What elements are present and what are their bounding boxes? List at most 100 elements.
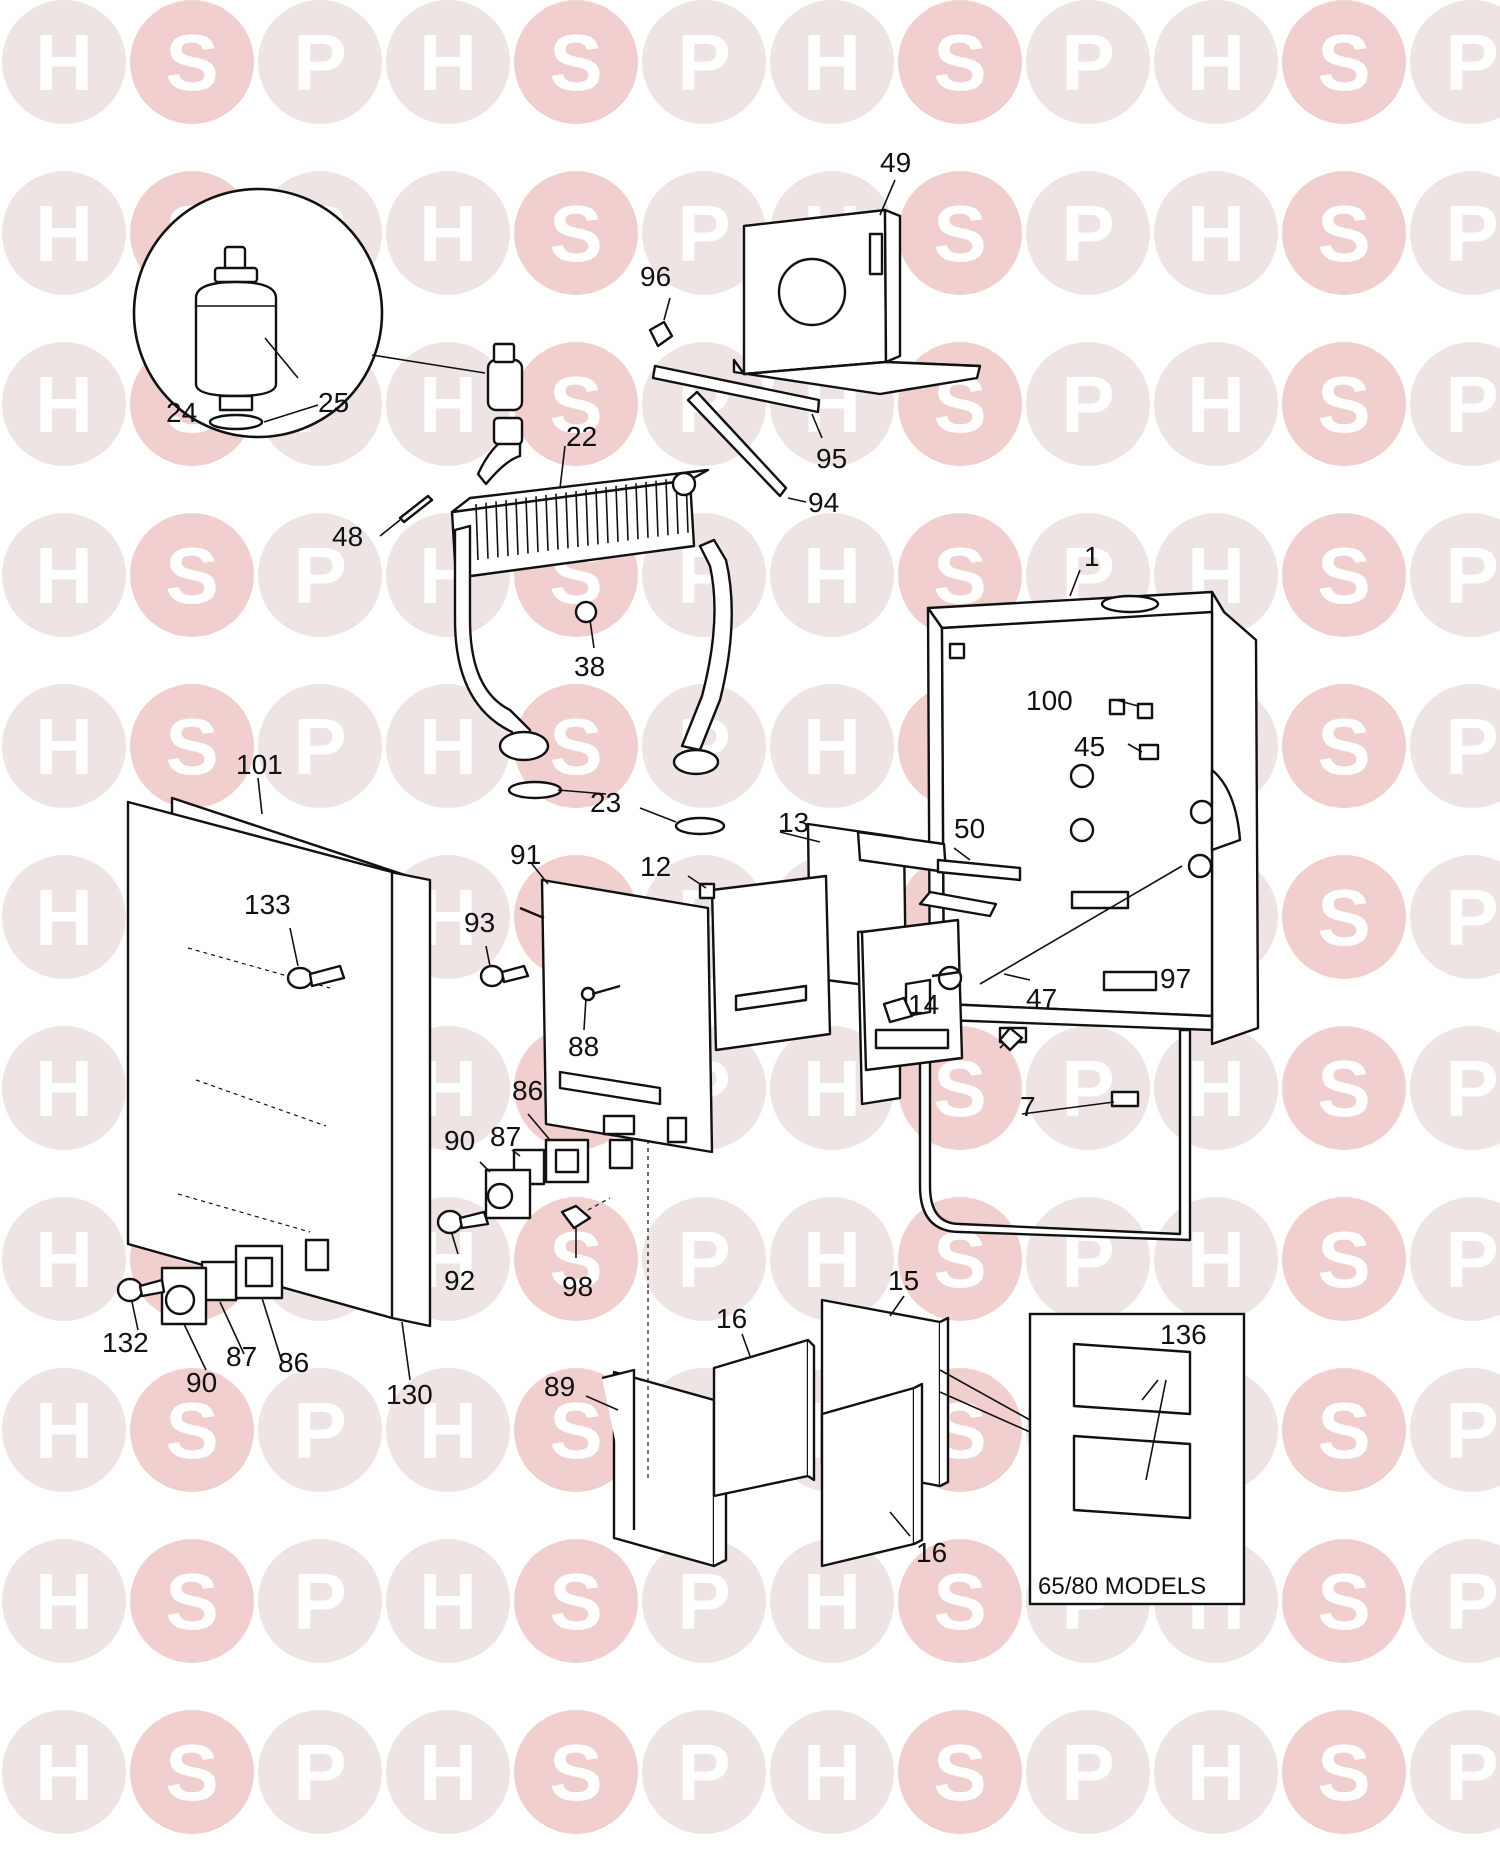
watermark-circle: [1154, 342, 1278, 466]
callout-16-left: 16: [716, 1303, 747, 1334]
watermark-letter: H: [803, 1557, 861, 1646]
watermark-circle: [258, 684, 382, 808]
watermark-circle: [1282, 684, 1406, 808]
watermark-letter: S: [933, 1728, 986, 1817]
watermark-circle: [1026, 1710, 1150, 1834]
watermark-circle: [2, 513, 126, 637]
callout-101: 101: [236, 749, 283, 780]
heat-exchanger-fin: [555, 493, 559, 550]
callout-86-upper: 86: [512, 1075, 543, 1106]
watermark-circle: [770, 1197, 894, 1321]
watermark-letter: P: [677, 18, 730, 107]
callout-95: 95: [816, 443, 847, 474]
heat-exchanger-fin: [565, 492, 569, 549]
part-101-130-front-panel: [126, 777, 432, 1381]
watermark-letter: S: [549, 1728, 602, 1817]
watermark-circle: [898, 1539, 1022, 1663]
watermark-circle: [1282, 1368, 1406, 1492]
watermark-letter: H: [1187, 18, 1245, 107]
watermark-circle: [898, 0, 1022, 124]
watermark-circle: [386, 1368, 510, 1492]
watermark-letter: S: [1317, 1215, 1370, 1304]
part-89-15-16-insulation: [585, 1290, 950, 1568]
callout-90-upper: 90: [444, 1125, 475, 1156]
heat-exchanger-fin: [615, 485, 619, 542]
callout-48: 48: [332, 521, 363, 552]
callout-7: 7: [1020, 1091, 1036, 1122]
watermark-letter: H: [803, 531, 861, 620]
part-92-screw: [436, 1209, 490, 1255]
watermark-letter: P: [677, 1215, 730, 1304]
callout-14: 14: [908, 989, 939, 1020]
watermark-letter: S: [1317, 1386, 1370, 1475]
watermark-letter: P: [1445, 1044, 1498, 1133]
watermark-circle: [1026, 342, 1150, 466]
watermark-letter: P: [1061, 360, 1114, 449]
watermark-circle: [642, 684, 766, 808]
watermark-circle: [1282, 1026, 1406, 1150]
watermark-circle: [1282, 513, 1406, 637]
watermark-letter: P: [1061, 18, 1114, 107]
callout-23: 23: [590, 787, 621, 818]
watermark-letter: S: [1317, 873, 1370, 962]
watermark-letter: S: [1317, 702, 1370, 791]
watermark-circle: [514, 1539, 638, 1663]
heat-exchanger-fin: [535, 496, 539, 553]
watermark-letter: P: [1445, 1386, 1498, 1475]
watermark-circle: [386, 171, 510, 295]
watermark-circle: [2, 171, 126, 295]
watermark-letter: H: [419, 1386, 477, 1475]
watermark-letter: P: [1445, 1557, 1498, 1646]
watermark-circle: [2, 1026, 126, 1150]
callout-22: 22: [566, 421, 597, 452]
watermark-circle: [642, 1197, 766, 1321]
watermark-circle: [2, 1710, 126, 1834]
part-93-screw: [479, 945, 530, 988]
watermark-circle: [1282, 0, 1406, 124]
heat-exchanger-fin: [485, 502, 489, 559]
callout-88: 88: [568, 1031, 599, 1062]
watermark-letter: P: [1061, 1044, 1114, 1133]
watermark-circle: [2, 855, 126, 979]
callout-93: 93: [464, 907, 495, 938]
watermark-letter: S: [1317, 531, 1370, 620]
watermark-circle: [386, 0, 510, 124]
watermark-circle: [1282, 1539, 1406, 1663]
watermark-circle: [1154, 0, 1278, 124]
watermark-circle: [770, 0, 894, 124]
callout-12: 12: [640, 851, 671, 882]
callout-87-lower: 87: [226, 1341, 257, 1372]
watermark-circle: [1282, 1197, 1406, 1321]
watermark-letter: H: [419, 189, 477, 278]
callout-labels: 1 7 12 13 14 15 16 16 22 23 24 25 38 45 …: [102, 147, 1207, 1568]
watermark-letter: P: [677, 1557, 730, 1646]
watermark-circle: [1282, 171, 1406, 295]
callout-96: 96: [640, 261, 671, 292]
watermark-circle: [642, 1710, 766, 1834]
callout-16-right: 16: [916, 1537, 947, 1568]
callout-136: 136: [1160, 1319, 1207, 1350]
watermark-circle: [1282, 855, 1406, 979]
heat-exchanger-fin: [665, 479, 669, 536]
watermark-letter: H: [803, 1044, 861, 1133]
watermark-letter: S: [165, 1557, 218, 1646]
watermark-letter: S: [933, 1557, 986, 1646]
callout-49: 49: [880, 147, 911, 178]
part-98-wing-nut: [560, 1197, 611, 1258]
watermark-circle: [1154, 171, 1278, 295]
air-vent-detail-inset: [132, 187, 486, 439]
watermark-circle: [1410, 342, 1500, 466]
watermark-circle: [1410, 855, 1500, 979]
callout-92: 92: [444, 1265, 475, 1296]
watermark-letter: S: [933, 189, 986, 278]
heat-exchanger-fin: [605, 487, 609, 544]
watermark-circle: [2, 342, 126, 466]
watermark-letter: H: [35, 1557, 93, 1646]
watermark-circle: [386, 1710, 510, 1834]
watermark-letter: S: [165, 18, 218, 107]
callout-100: 100: [1026, 685, 1073, 716]
watermark-circle: [2, 1197, 126, 1321]
part-91-pcb: [519, 863, 714, 1290]
callout-13: 13: [778, 807, 809, 838]
